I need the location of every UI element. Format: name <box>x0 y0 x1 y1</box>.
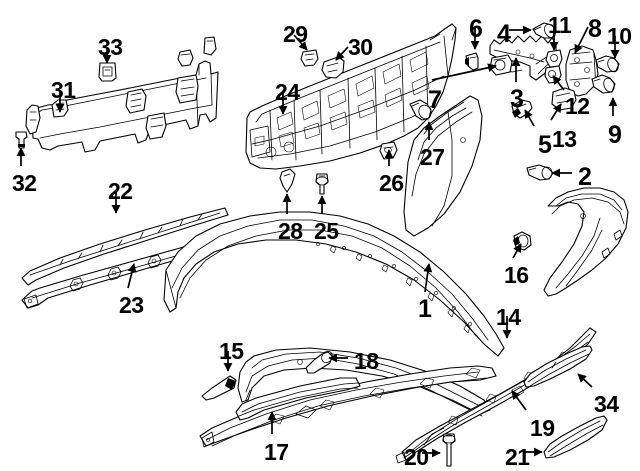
callout-number-22[interactable]: 22 <box>108 178 133 204</box>
part-plug-6 <box>465 52 479 71</box>
leader-arrow-13 <box>550 103 562 121</box>
leader-arrow-34 <box>577 373 593 388</box>
callout-number-32[interactable]: 32 <box>12 170 37 196</box>
callout-number-1[interactable]: 1 <box>418 295 432 323</box>
leader-arrow-29 <box>293 34 308 51</box>
callout-number-9[interactable]: 9 <box>608 121 622 149</box>
callout-number-31[interactable]: 31 <box>51 77 76 103</box>
callout-number-3[interactable]: 3 <box>510 85 524 113</box>
part-impact-bar <box>245 23 457 170</box>
callout-number-34[interactable]: 34 <box>594 391 619 417</box>
callout-number-29[interactable]: 29 <box>283 21 308 47</box>
callout-number-20[interactable]: 20 <box>404 444 429 470</box>
part-clip-29 <box>300 49 319 67</box>
part-bolt-10 <box>595 55 620 73</box>
callout-number-8[interactable]: 8 <box>588 15 602 43</box>
callout-number-5[interactable]: 5 <box>538 131 552 159</box>
part-energy-absorber-upper <box>21 207 229 286</box>
callout-number-25[interactable]: 25 <box>314 218 339 244</box>
leader-arrow-12 <box>552 75 565 91</box>
part-reflector-left <box>523 345 593 388</box>
leader-arrows <box>16 25 620 458</box>
callout-number-15[interactable]: 15 <box>219 338 244 364</box>
part-bolt-15 <box>201 375 237 401</box>
part-nut-16 <box>513 231 532 251</box>
callout-number-10[interactable]: 10 <box>607 23 632 49</box>
callout-number-23[interactable]: 23 <box>119 292 144 318</box>
callout-number-27[interactable]: 27 <box>420 144 445 170</box>
part-cover-lower-left <box>237 347 491 417</box>
callout-number-12[interactable]: 12 <box>565 93 590 119</box>
callout-number-28[interactable]: 28 <box>278 218 303 244</box>
leader-arrow-23 <box>127 263 137 289</box>
leader-arrow-8 <box>574 26 589 54</box>
part-bolt-25 <box>315 173 329 195</box>
part-bolt-27 <box>409 99 432 121</box>
callout-number-17[interactable]: 17 <box>264 439 289 465</box>
callout-number-33[interactable]: 33 <box>98 34 123 60</box>
leader-arrow-16 <box>512 243 522 259</box>
part-bolt-32 <box>15 131 28 149</box>
part-bolt-9 <box>591 74 616 94</box>
callout-number-26[interactable]: 26 <box>379 170 404 196</box>
callout-number-4[interactable]: 4 <box>497 20 511 48</box>
callout-number-13[interactable]: 13 <box>552 126 577 152</box>
part-bumper-cover-main <box>163 211 505 357</box>
leader-arrow-1 <box>423 263 433 293</box>
leader-arrow-19 <box>511 390 527 411</box>
leader-arrow-30 <box>335 46 349 61</box>
part-bracket-8 <box>565 45 599 97</box>
part-clip-7 <box>489 54 513 76</box>
callout-number-7[interactable]: 7 <box>428 86 442 114</box>
callout-number-16[interactable]: 16 <box>504 262 529 288</box>
part-reflector-right <box>543 415 608 459</box>
callout-number-11[interactable]: 11 <box>548 12 572 38</box>
part-cover-corner-right <box>543 187 629 297</box>
part-trim-strip-left <box>235 377 361 421</box>
callout-number-24[interactable]: 24 <box>275 79 300 105</box>
leader-arrow-7 <box>431 63 497 81</box>
callout-number-2[interactable]: 2 <box>578 163 592 191</box>
part-cover-flange-right <box>403 95 483 237</box>
part-clip-28 <box>279 168 296 193</box>
callout-number-18[interactable]: 18 <box>354 348 379 374</box>
callout-number-14[interactable]: 14 <box>496 304 521 330</box>
part-bolt-20 <box>442 433 456 467</box>
callout-number-6[interactable]: 6 <box>469 15 483 43</box>
part-clip-12 <box>544 65 562 84</box>
leader-arrow-5 <box>524 109 535 127</box>
part-clip-33 <box>98 62 117 82</box>
part-clip-11 <box>545 49 563 68</box>
callout-number-21[interactable]: 21 <box>505 444 530 470</box>
callout-number-19[interactable]: 19 <box>530 415 555 441</box>
part-bolt-2 <box>526 164 554 181</box>
callout-number-30[interactable]: 30 <box>348 34 373 60</box>
